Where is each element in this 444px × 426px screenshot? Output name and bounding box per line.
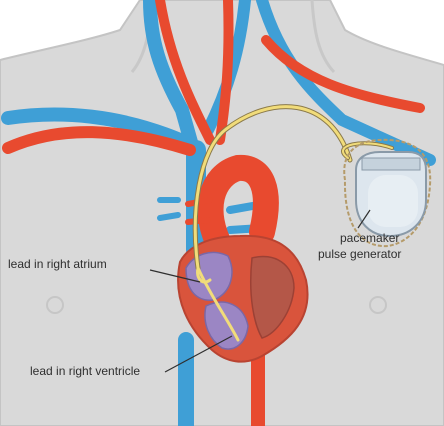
label-lead-right-atrium: lead in right atrium bbox=[8, 257, 107, 271]
label-generator-line2: pulse generator bbox=[318, 247, 401, 261]
right-atrium-chamber bbox=[186, 252, 232, 300]
pacemaker-device-icon bbox=[356, 152, 426, 236]
label-generator-line1: pacemaker bbox=[340, 231, 399, 245]
label-lead-right-ventricle: lead in right ventricle bbox=[30, 364, 140, 378]
